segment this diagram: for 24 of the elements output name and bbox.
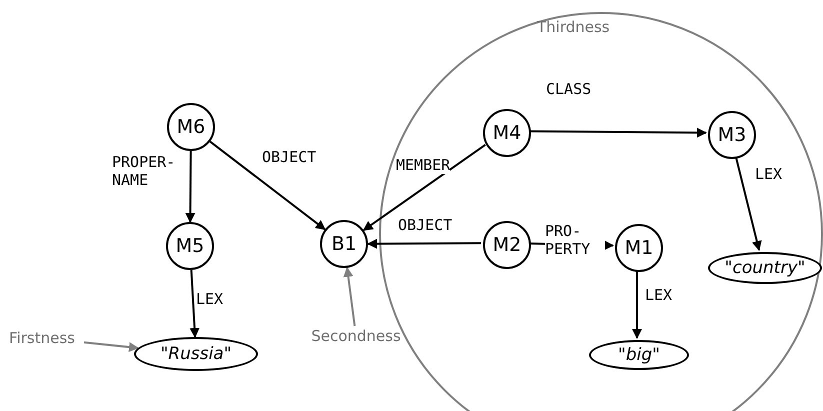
arrow	[343, 266, 356, 326]
literal-ellipse: "country"	[708, 252, 822, 284]
arrow	[734, 156, 762, 251]
region-heading: Thirdness	[537, 18, 610, 36]
node-circle: M3	[708, 111, 756, 159]
annotation-text: Secondness	[300, 326, 412, 346]
arrow	[185, 150, 196, 223]
arrow	[362, 144, 486, 232]
arrow	[209, 140, 326, 230]
literal-ellipse: "Russia"	[134, 337, 258, 371]
edge-label: MEMBER	[396, 156, 450, 174]
arrow	[632, 270, 642, 339]
node-circle: M5	[166, 222, 214, 270]
arrow	[367, 238, 481, 249]
annotation-text: Firstness	[0, 328, 84, 348]
node-circle: M6	[167, 103, 215, 151]
literal-ellipse: "big"	[589, 340, 689, 370]
node-circle: M2	[483, 221, 531, 269]
node-circle: B1	[320, 220, 368, 268]
arrow	[84, 341, 140, 352]
arrow	[190, 270, 200, 338]
node-circle: M1	[615, 224, 663, 272]
node-circle: M4	[483, 109, 531, 157]
arrow	[529, 128, 707, 138]
